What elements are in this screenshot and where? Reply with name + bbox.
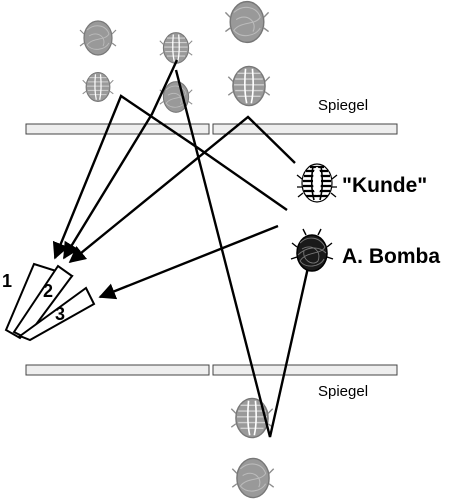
camera-3-label: 3 <box>55 304 65 324</box>
camera-2-label: 2 <box>43 281 53 301</box>
kunde-label: "Kunde" <box>342 174 427 197</box>
camera-viewfields <box>4 262 96 342</box>
mirror-top <box>25 123 398 135</box>
mirror-bottom-label: Spiegel <box>318 383 368 400</box>
bomba-label: A. Bomba <box>342 245 440 268</box>
camera-1-label: 1 <box>2 271 12 291</box>
light-rays <box>52 59 311 438</box>
mirror-top-label: Spiegel <box>318 97 368 114</box>
bomba-beetle-icon <box>290 228 334 272</box>
kunde-beetle-icon <box>295 162 339 204</box>
mirror-bottom <box>25 364 398 376</box>
